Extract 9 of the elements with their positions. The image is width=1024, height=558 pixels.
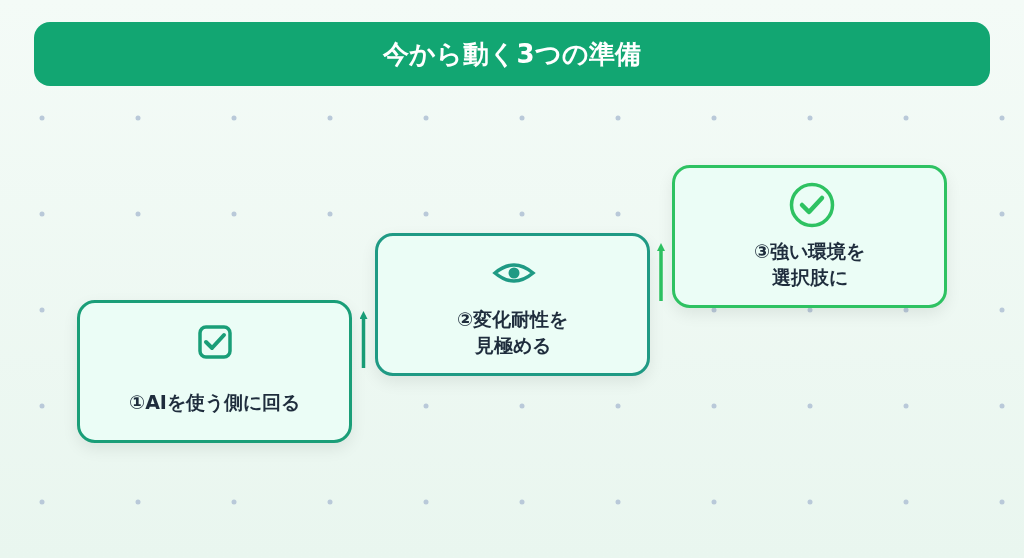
step-label: ②変化耐性を見極める [455, 307, 570, 358]
step-card [672, 165, 947, 308]
arrow [359, 311, 368, 368]
title-banner: 今から動く3つの準備 [34, 22, 990, 86]
step-card [375, 233, 650, 376]
step-label: ③強い環境を選択肢に [752, 239, 867, 290]
step-label: ①AIを使う側に回る [128, 390, 301, 415]
arrow [657, 243, 665, 301]
step-card [77, 300, 352, 443]
